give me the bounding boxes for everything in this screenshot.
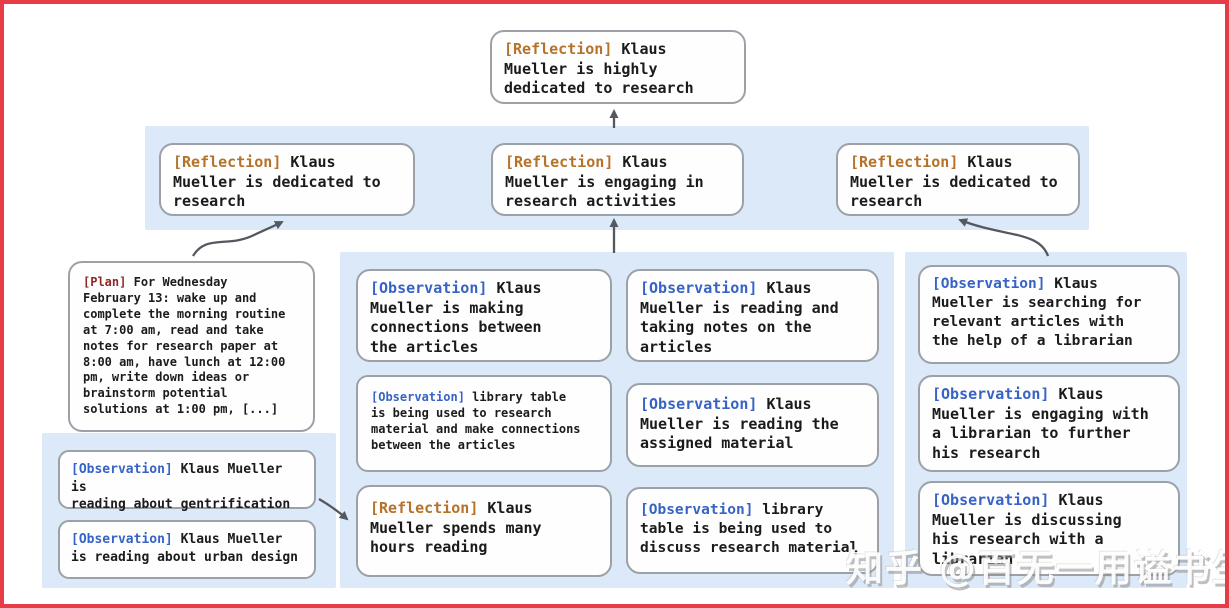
node-reflection-hours: [Reflection] Klaus Mueller spends many h… xyxy=(356,485,612,577)
observation-tag: [Observation] xyxy=(71,462,173,477)
node-text: Klaus Mueller is engaging with a librari… xyxy=(932,385,1149,462)
node-text: Klaus Mueller is reading about gentrific… xyxy=(71,462,291,512)
observation-tag: [Observation] xyxy=(932,491,1050,509)
node-text: Klaus Mueller is reading about urban des… xyxy=(71,532,298,565)
node-text: For Wednesday February 13: wake up and c… xyxy=(83,275,286,417)
observation-tag: [Observation] xyxy=(371,390,465,404)
node-text: Klaus Mueller is reading and taking note… xyxy=(640,279,839,356)
node-text: Klaus Mueller is engaging in research ac… xyxy=(505,153,704,210)
plan-tag: [Plan] xyxy=(83,275,127,289)
zhihu-watermark: 知乎 @百无一用谥书生 xyxy=(846,547,1229,590)
reflection-tag: [Reflection] xyxy=(370,499,479,517)
node-plan: [Plan] For Wednesday February 13: wake u… xyxy=(68,261,315,432)
node-root-reflection: [Reflection] Klaus Mueller is highly ded… xyxy=(490,30,746,104)
reflection-tag: [Reflection] xyxy=(850,153,959,171)
node-text: Klaus Mueller is highly dedicated to res… xyxy=(504,40,694,97)
observation-tag: [Observation] xyxy=(640,502,754,518)
node-text: Klaus Mueller is discussing his research… xyxy=(932,491,1122,568)
node-text: Klaus Mueller is dedicated to research xyxy=(850,153,1058,210)
node-text: Klaus Mueller is reading the assigned ma… xyxy=(640,395,839,452)
observation-tag: [Observation] xyxy=(640,279,758,297)
node-text: library table is being used to discuss r… xyxy=(640,502,859,556)
node-obs-urban-design: [Observation] Klaus Mueller is reading a… xyxy=(58,520,316,579)
observation-tag: [Observation] xyxy=(640,395,758,413)
node-obs-connections: [Observation] Klaus Mueller is making co… xyxy=(356,269,612,362)
node-obs-searching-articles: [Observation] Klaus Mueller is searching… xyxy=(918,265,1180,364)
observation-tag: [Observation] xyxy=(370,279,488,297)
node-text: Klaus Mueller is making connections betw… xyxy=(370,279,542,356)
node-reflection-left: [Reflection] Klaus Mueller is dedicated … xyxy=(159,143,415,216)
observation-tag: [Observation] xyxy=(932,385,1050,403)
node-text: library table is being used to research … xyxy=(371,390,581,452)
node-obs-discussing-research: [Observation] Klaus Mueller is discussin… xyxy=(918,481,1180,576)
node-text: Klaus Mueller is dedicated to research xyxy=(173,153,381,210)
observation-tag: [Observation] xyxy=(71,532,173,547)
node-text: Klaus Mueller is searching for relevant … xyxy=(932,276,1142,349)
reflection-tag: [Reflection] xyxy=(173,153,282,171)
node-reflection-right: [Reflection] Klaus Mueller is dedicated … xyxy=(836,143,1080,216)
node-obs-library-research: [Observation] library table is being use… xyxy=(356,375,612,472)
node-reflection-center: [Reflection] Klaus Mueller is engaging i… xyxy=(491,143,744,216)
observation-tag: [Observation] xyxy=(932,276,1046,292)
node-obs-library-discuss: [Observation] library table is being use… xyxy=(626,487,879,574)
node-obs-gentrification: [Observation] Klaus Mueller is reading a… xyxy=(58,450,316,512)
reflection-tag: [Reflection] xyxy=(505,153,614,171)
node-obs-assigned-material: [Observation] Klaus Mueller is reading t… xyxy=(626,383,879,467)
reflection-tag: [Reflection] xyxy=(504,40,613,58)
node-obs-taking-notes: [Observation] Klaus Mueller is reading a… xyxy=(626,269,879,362)
node-text: Klaus Mueller spends many hours reading xyxy=(370,499,542,556)
node-obs-engaging-librarian: [Observation] Klaus Mueller is engaging … xyxy=(918,375,1180,472)
